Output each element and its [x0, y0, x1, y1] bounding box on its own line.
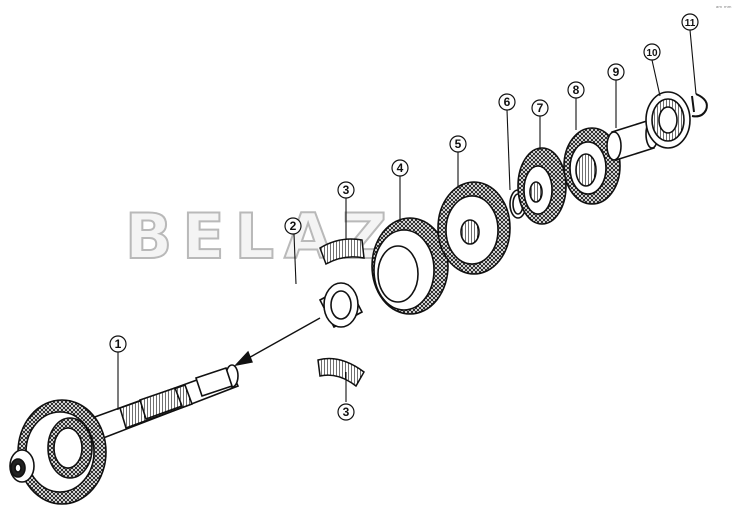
small-gear-part	[517, 147, 567, 225]
large-gear-part	[371, 217, 449, 315]
callout-3-upper: 3	[337, 181, 355, 199]
needle-bearing-upper-part	[319, 238, 365, 266]
callout-5-number: 5	[455, 137, 462, 151]
callout-6: 6	[498, 93, 516, 111]
leader-lines	[117, 29, 697, 410]
retaining-clip-part	[691, 93, 708, 118]
main-shaft-part	[9, 364, 240, 505]
callout-9-number: 9	[613, 65, 620, 79]
bushing-part	[318, 282, 364, 329]
watermark: BELAZ	[125, 200, 397, 273]
needle-bearing-lower-part	[317, 357, 365, 388]
callout-4-number: 4	[397, 161, 404, 175]
callout-11-number: 11	[685, 18, 696, 29]
callout-5: 5	[449, 135, 467, 153]
callout-7-number: 7	[537, 101, 544, 115]
callout-11: 11	[681, 13, 699, 31]
callout-3-lower-number: 3	[343, 405, 350, 419]
callout-10: 10	[643, 43, 661, 61]
callout-6-number: 6	[504, 95, 511, 109]
spur-gear-part	[437, 181, 511, 275]
double-gear-part	[563, 127, 621, 205]
callout-9: 9	[607, 63, 625, 81]
callout-1: 1	[109, 335, 127, 353]
ball-bearing-part	[645, 91, 691, 149]
callout-3-lower: 3	[337, 403, 355, 421]
assembly-arrow	[234, 317, 321, 367]
callout-8: 8	[567, 81, 585, 99]
callout-1-number: 1	[115, 337, 122, 351]
callout-8-number: 8	[573, 83, 580, 97]
corner-mark: ᵃᵐ ᵐᵐ	[716, 5, 732, 12]
callout-2: 2	[284, 217, 302, 235]
callout-2-number: 2	[290, 219, 297, 233]
callout-4: 4	[391, 159, 409, 177]
callout-7: 7	[531, 99, 549, 117]
callout-3-upper-number: 3	[343, 183, 350, 197]
callout-10-number: 10	[646, 48, 658, 59]
